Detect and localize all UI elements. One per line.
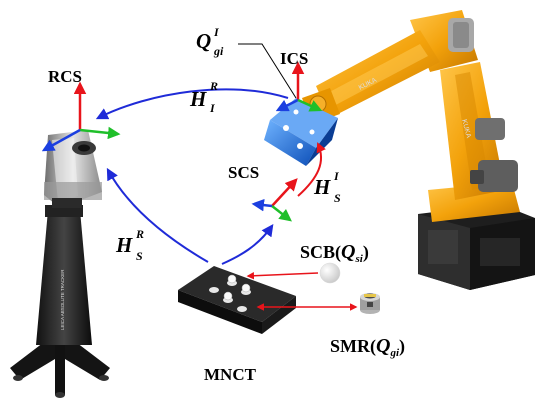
scb-sub: si [354,253,363,265]
label-q-gi-i: Q I gi [196,25,224,58]
qgi-leader-line [238,43,297,99]
label-scs: SCS [228,163,259,182]
label-h-ir: H R I [189,79,218,115]
q-gi-i-sup: I [213,25,220,39]
scb-prefix: SCB( [300,242,341,263]
arrow-mnct-scs [221,224,274,265]
label-rcs: RCS [48,67,82,86]
laser-tracker-icon: LEICA ABSOLUTE TRACKER [10,130,110,398]
arrow-h-si [297,142,326,197]
h-sr-base: H [115,233,133,257]
calibration-sphere-icon [319,262,341,284]
tracker-text: LEICA ABSOLUTE TRACKER [60,269,65,330]
label-mnct: MNCT [204,365,257,384]
calibration-board-icon [178,266,296,334]
scs-axes [251,178,298,222]
h-si-sub: S [334,191,341,205]
smr-prefix: SMR( [330,336,376,357]
h-ir-sub: I [209,101,216,115]
smr-q: Q [376,335,390,357]
h-sr-sup: R [135,227,144,241]
smr-suffix: ) [399,336,405,357]
q-gi-i-sub: gi [213,44,224,58]
spherically-mounted-retroreflector-icon [360,293,380,314]
smr-sub: gi [389,347,400,359]
ics-axes [275,61,323,112]
arrow-h-ir [95,88,289,120]
q-gi-i-base: Q [196,29,211,53]
label-scb: SCB(Qsi) [300,241,369,265]
h-si-base: H [313,175,331,199]
label-h-si: H I S [313,169,341,205]
scb-suffix: ) [363,242,369,263]
h-sr-sub: S [136,249,143,263]
label-ics: ICS [280,49,308,68]
arrow-h-sr [106,167,209,263]
industrial-robot-icon: KUKA KUKA [302,10,535,290]
label-h-sr: H R S [115,227,144,263]
rcs-axes [41,81,121,152]
robot-brand-text-2: KUKA [460,119,472,140]
label-smr: SMR(Qgi) [330,335,405,359]
h-ir-base: H [189,87,207,111]
arrow-scb [246,271,319,280]
scb-q: Q [341,241,355,263]
h-ir-sup: R [209,79,218,93]
h-si-sup: I [333,169,340,183]
